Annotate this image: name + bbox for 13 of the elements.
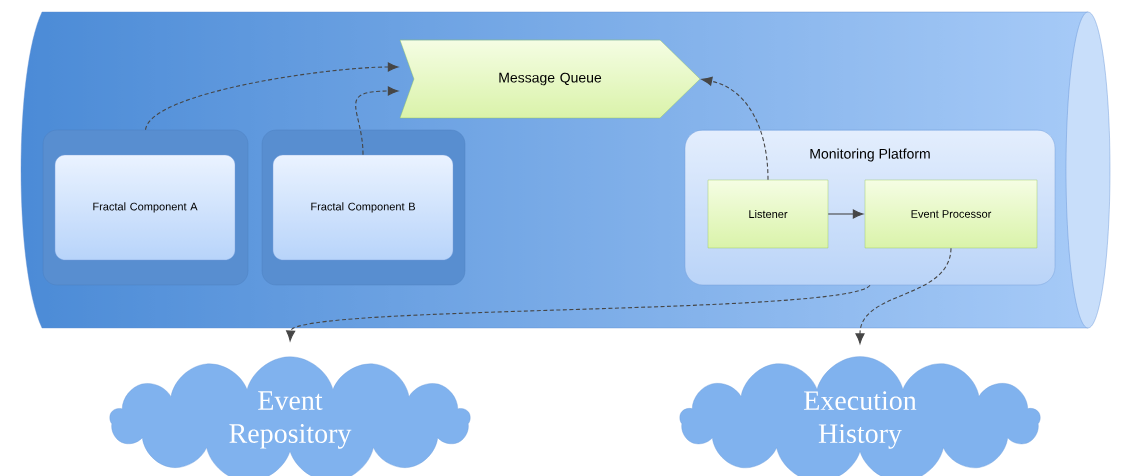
cloud: Execution History: [679, 356, 1041, 476]
arrow: [855, 247, 952, 344]
arrow: [144, 62, 399, 131]
component-box: Fractal Component B: [272, 154, 454, 261]
arrow: [286, 284, 871, 342]
component-box: Fractal Component A: [54, 154, 236, 261]
cloud: Event Repository: [109, 356, 471, 476]
arrow: [701, 76, 769, 181]
arrow: [355, 86, 399, 156]
process-box: Event Processor: [864, 179, 1038, 249]
process-box: Listener: [707, 179, 829, 249]
arrow: [827, 209, 864, 219]
queue-chevron: Message Queue: [399, 39, 701, 119]
